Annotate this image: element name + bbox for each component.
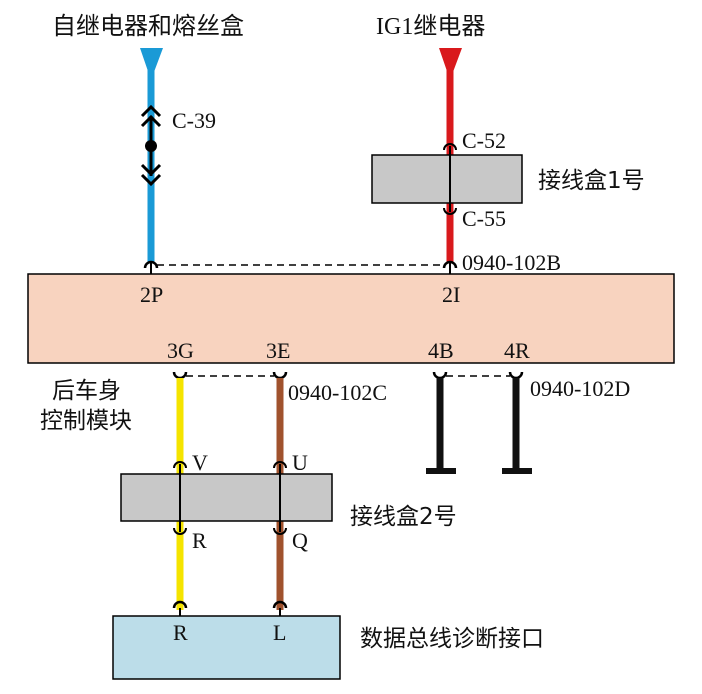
pin-3G-terminal [172,371,188,380]
pin-2P-label: 2P [140,282,163,307]
pin-4R-terminal [508,371,524,380]
pin-4B-label: 4B [428,338,454,363]
right-source-label: IG1继电器 [376,13,485,40]
splice-top-label: 0940-102B [462,250,561,275]
c39-connector [140,104,162,187]
dlc-pin-R-terminal [172,600,188,609]
jb2-pin-R-terminal [173,527,187,535]
junction-box-2 [120,473,333,522]
jb2-pin-U-label: U [292,450,308,475]
jb2-pin-Q-terminal [273,527,287,535]
splice-bottom-left-label: 0940-102C [288,380,387,405]
jb2-pin-V-terminal [173,461,187,469]
body-control-module [27,273,675,364]
jb2-pin-U-terminal [273,461,287,469]
jb2-pin-V-label: V [192,450,208,475]
diagnostic-connector-label: 数据总线诊断接口 [360,626,544,652]
junction-box-2-label: 接线盒2号 [350,504,457,530]
c52-label: C-52 [462,128,506,153]
module-label-line1: 后车身 [52,378,121,404]
left-source-label: 自继电器和熔丝盒 [52,12,244,40]
pin-2I-label: 2I [442,282,460,307]
c52-terminal [443,143,457,151]
ground-symbol-4R [502,468,532,474]
pin-3E-terminal [272,371,288,380]
diagnostic-connector [112,615,341,680]
splice-bottom-right-label: 0940-102D [530,376,630,401]
dlc-pin-R-label: R [173,620,188,645]
jb2-pin-R-label: R [192,528,207,553]
module-label-line2: 控制模块 [40,408,132,434]
pin-4B-terminal [432,371,448,380]
pin-3G-label: 3G [167,338,194,363]
junction-box-1 [371,154,523,204]
pin-4R-label: 4R [504,338,530,363]
c55-label: C-55 [462,206,506,231]
ground-symbol-4B [426,468,456,474]
pin-3E-label: 3E [266,338,290,363]
junction-box-1-label: 接线盒1号 [538,168,645,194]
jb2-pin-Q-label: Q [292,528,308,553]
c55-terminal [443,207,457,215]
dlc-pin-L-label: L [273,620,286,645]
c39-label: C-39 [172,108,216,133]
dlc-pin-L-terminal [272,600,288,609]
